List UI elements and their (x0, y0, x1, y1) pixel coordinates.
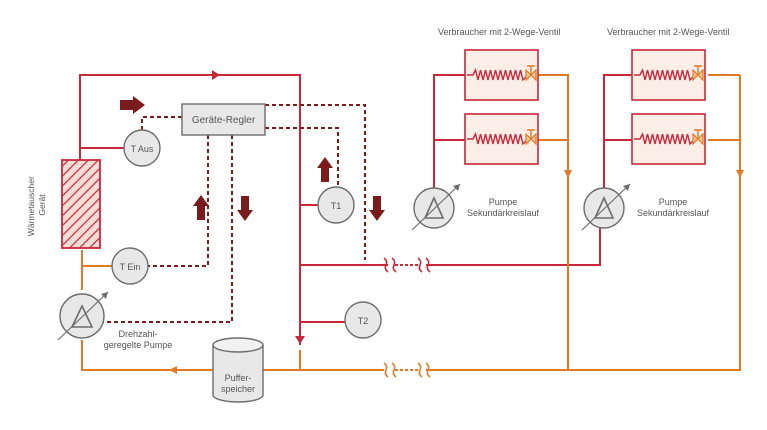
heating-coil-icon (467, 131, 529, 146)
arrow-down-icon (237, 196, 253, 221)
arrow-right-icon (120, 96, 145, 114)
buffer-label: Puffer- speicher (220, 373, 256, 394)
heating-coil-icon (634, 67, 696, 82)
heat-exchanger-label: Wärmetauscher Gerät (26, 174, 47, 236)
consumer-radiator (464, 113, 539, 165)
consumer-2-supply (603, 74, 632, 205)
consumer-1-title: Verbraucher mit 2-Wege-Ventil (438, 27, 561, 37)
flow-arrow-top (212, 70, 220, 80)
sensor-t-in: T Ein (111, 247, 149, 285)
return-arrow-1 (169, 366, 177, 374)
heat-exchanger (61, 159, 101, 249)
arrow-up-icon (317, 157, 333, 182)
pipe-break-return (383, 362, 431, 378)
buffer-tank (212, 337, 264, 403)
supply-riser (79, 74, 301, 345)
consumer-2-title: Verbraucher mit 2-Wege-Ventil (607, 27, 730, 37)
flow-arrow-down (295, 336, 305, 344)
pump-secondary-2-label: Pumpe Sekundärkreislauf (636, 197, 710, 218)
svg-text:T Aus: T Aus (131, 144, 154, 154)
pump-secondary-2-icon (581, 183, 631, 231)
pump-main-label-line2: geregelte Pumpe (103, 340, 173, 350)
pump-secondary-1-label: Pumpe Sekundärkreislauf (466, 197, 540, 218)
svg-text:T Ein: T Ein (120, 262, 141, 272)
consumer-1-supply (433, 74, 465, 205)
pump-secondary-1-icon (411, 183, 461, 231)
sensor-t1: T1 (300, 186, 355, 224)
heating-coil-icon (467, 67, 529, 82)
control-arrows (120, 96, 385, 221)
arrow-down-icon (369, 196, 385, 221)
consumer-radiator (631, 49, 706, 101)
svg-text:T1: T1 (331, 201, 342, 211)
sensor-t2: T2 (344, 301, 382, 339)
sensor-t-out: T Aus (123, 129, 161, 167)
supply-lines (79, 74, 632, 345)
arrow-up-icon (193, 195, 209, 220)
consumer-radiator (631, 113, 706, 165)
controller-box (181, 103, 266, 136)
pipe-break-supply (383, 257, 431, 273)
valve-actuator-icon (527, 65, 535, 75)
valve-actuator-icon (694, 65, 702, 75)
controller-label: Geräte-Regler (192, 115, 256, 126)
valve-actuator-icon (694, 129, 702, 139)
heating-coil-icon (634, 131, 696, 146)
consumers (464, 49, 706, 165)
consumer-radiator (464, 49, 539, 101)
pump-main-label: Drehzahl- geregelte Pumpe (103, 329, 173, 351)
pump-main-label-line1: Drehzahl- (118, 329, 158, 339)
valve-actuator-icon (527, 129, 535, 139)
pump-main-icon (57, 291, 109, 341)
svg-text:T2: T2 (358, 316, 369, 326)
